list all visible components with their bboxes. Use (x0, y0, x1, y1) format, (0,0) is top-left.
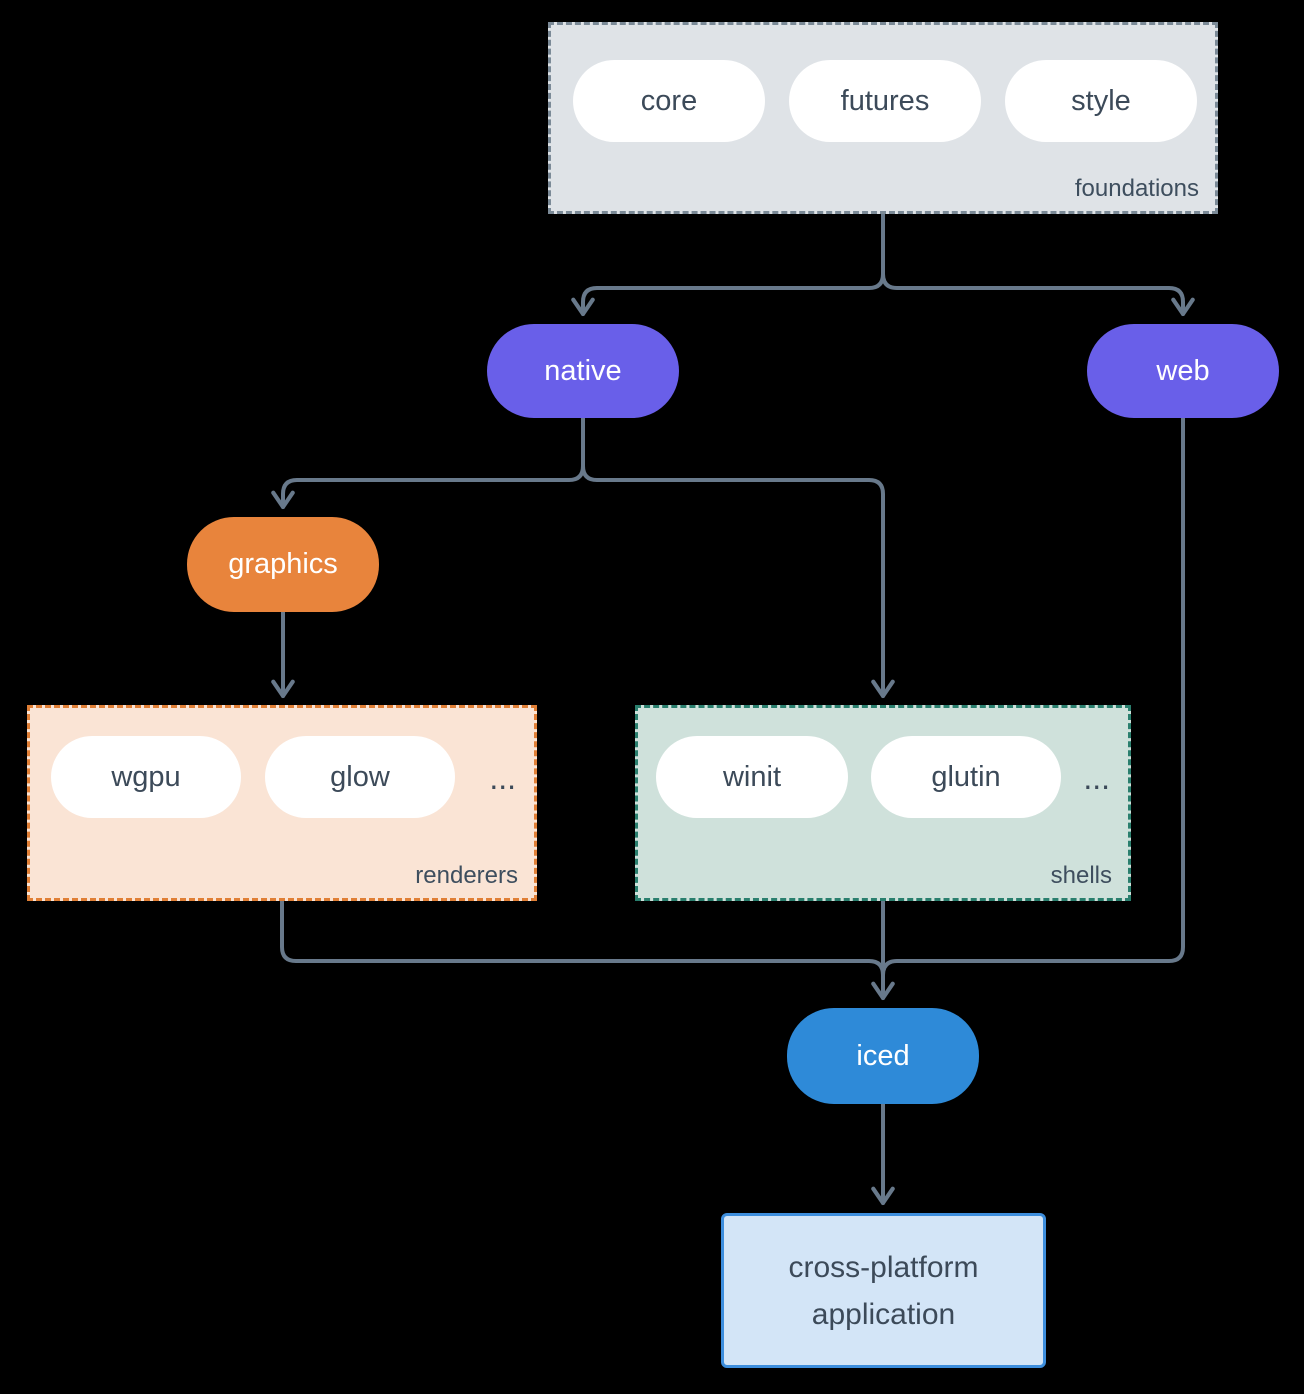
group-foundations: core futures style foundations (548, 22, 1218, 214)
node-cross-platform-application: cross-platform application (721, 1213, 1046, 1368)
group-renderers: wgpu glow ... renderers (27, 705, 537, 901)
node-web: web (1087, 324, 1279, 418)
renderers-ellipsis: ... (489, 760, 516, 796)
edge-foundations-native (571, 212, 885, 317)
group-renderers-label: renderers (415, 862, 518, 889)
node-style: style (1005, 60, 1197, 142)
node-glutin: glutin (871, 736, 1061, 818)
application-label-line2: application (811, 1297, 956, 1331)
application-label-line1: cross-platform (788, 1250, 979, 1284)
shells-ellipsis: ... (1083, 760, 1110, 796)
node-native: native (487, 324, 679, 418)
edge-renderers-iced (280, 899, 885, 977)
node-wgpu: wgpu (51, 736, 241, 818)
node-winit: winit (656, 736, 848, 818)
edge-native-shells (581, 416, 895, 699)
group-shells: winit glutin ... shells (635, 705, 1131, 901)
group-shells-label: shells (1050, 862, 1112, 889)
edge-native-graphics (271, 416, 585, 510)
node-futures: futures (789, 60, 981, 142)
node-iced: iced (787, 1008, 979, 1104)
edge-foundations-web (881, 212, 1195, 317)
group-foundations-label: foundations (1074, 175, 1199, 202)
node-graphics: graphics (187, 517, 379, 612)
node-glow: glow (265, 736, 455, 818)
node-core: core (573, 60, 765, 142)
